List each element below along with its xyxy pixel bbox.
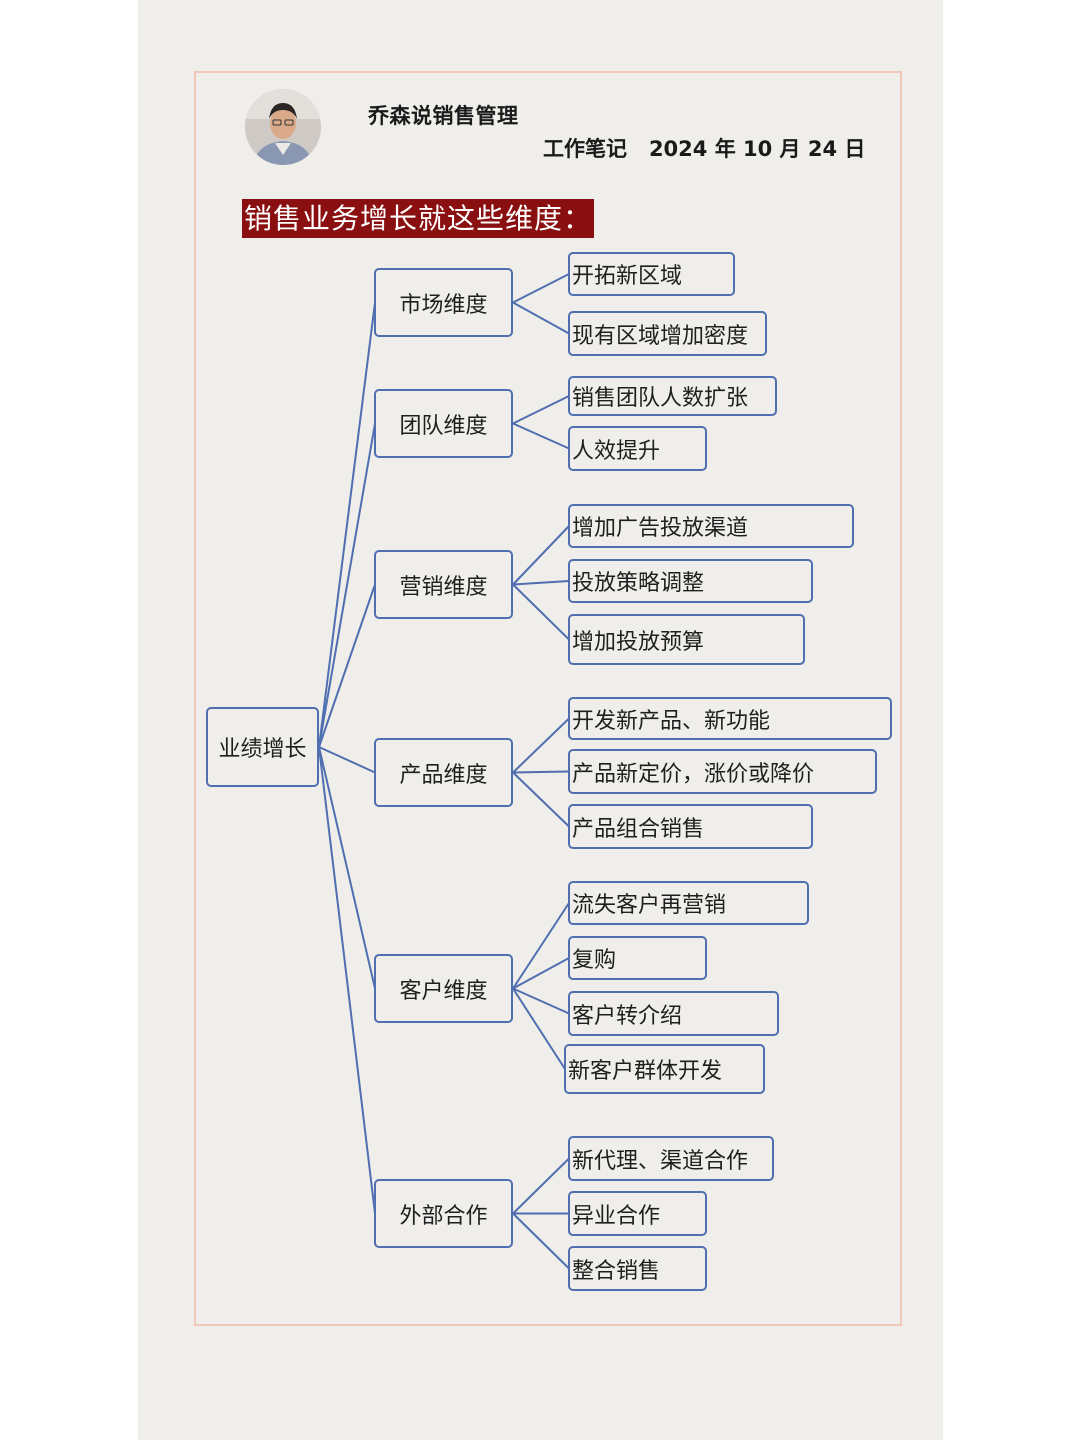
root-to-dimension-line <box>318 746 376 989</box>
dimension-to-leaf-line <box>512 771 570 828</box>
leaf-node: 异业合作 <box>568 1191 707 1236</box>
leaf-node: 产品组合销售 <box>568 804 813 849</box>
section-title: 销售业务增长就这些维度： <box>242 199 595 238</box>
dimension-to-leaf-line <box>512 422 570 450</box>
dimension-to-leaf-line <box>512 580 570 586</box>
dimension-to-leaf-line <box>512 987 566 1070</box>
leaf-node: 客户转介绍 <box>568 991 779 1036</box>
dimension-to-leaf-line <box>512 770 570 774</box>
dimension-to-leaf-line <box>512 395 570 425</box>
note-date: 2024 年 10 月 24 日 <box>648 137 866 161</box>
root-to-dimension-line <box>318 584 376 748</box>
dimension-to-leaf-line <box>512 273 570 304</box>
dimension-node: 客户维度 <box>374 954 513 1023</box>
dimension-node: 营销维度 <box>374 550 513 619</box>
leaf-node: 流失客户再营销 <box>568 881 809 925</box>
dimension-node: 产品维度 <box>374 738 513 807</box>
leaf-node: 现有区域增加密度 <box>568 311 767 356</box>
dimension-node: 外部合作 <box>374 1179 513 1248</box>
dimension-node: 团队维度 <box>374 389 513 458</box>
dimension-to-leaf-line <box>512 987 570 1015</box>
author-name: 乔森说销售管理 <box>368 104 519 128</box>
page-frame <box>194 71 902 1326</box>
dimension-to-leaf-line <box>512 301 570 335</box>
dimension-to-leaf-line <box>512 717 570 774</box>
root-to-dimension-line <box>318 746 376 774</box>
leaf-node: 销售团队人数扩张 <box>568 376 777 416</box>
dimension-to-leaf-line <box>512 902 570 990</box>
leaf-node: 整合销售 <box>568 1246 707 1291</box>
root-to-dimension-line <box>318 423 376 748</box>
leaf-node: 增加投放预算 <box>568 614 805 665</box>
leaf-node: 增加广告投放渠道 <box>568 504 854 548</box>
leaf-node: 投放策略调整 <box>568 559 813 603</box>
leaf-node: 复购 <box>568 936 707 980</box>
note-dateline: 工作笔记 2024 年 10 月 24 日 <box>543 133 865 163</box>
root-to-dimension-line <box>318 302 376 748</box>
leaf-node: 开拓新区域 <box>568 252 735 296</box>
dimension-to-leaf-line <box>512 525 570 586</box>
note-label: 工作笔记 <box>543 137 627 161</box>
dimension-to-leaf-line <box>512 583 570 641</box>
leaf-node: 新代理、渠道合作 <box>568 1136 774 1181</box>
leaf-node: 新客户群体开发 <box>564 1044 765 1094</box>
leaf-node: 产品新定价，涨价或降价 <box>568 749 877 794</box>
leaf-node: 开发新产品、新功能 <box>568 697 892 740</box>
dimension-node: 市场维度 <box>374 268 513 337</box>
dimension-to-leaf-line <box>512 1157 570 1215</box>
root-node: 业绩增长 <box>206 707 319 787</box>
dimension-to-leaf-line <box>512 957 570 990</box>
root-to-dimension-line <box>318 746 376 1214</box>
leaf-node: 人效提升 <box>568 426 707 471</box>
dimension-to-leaf-line <box>512 1212 570 1270</box>
